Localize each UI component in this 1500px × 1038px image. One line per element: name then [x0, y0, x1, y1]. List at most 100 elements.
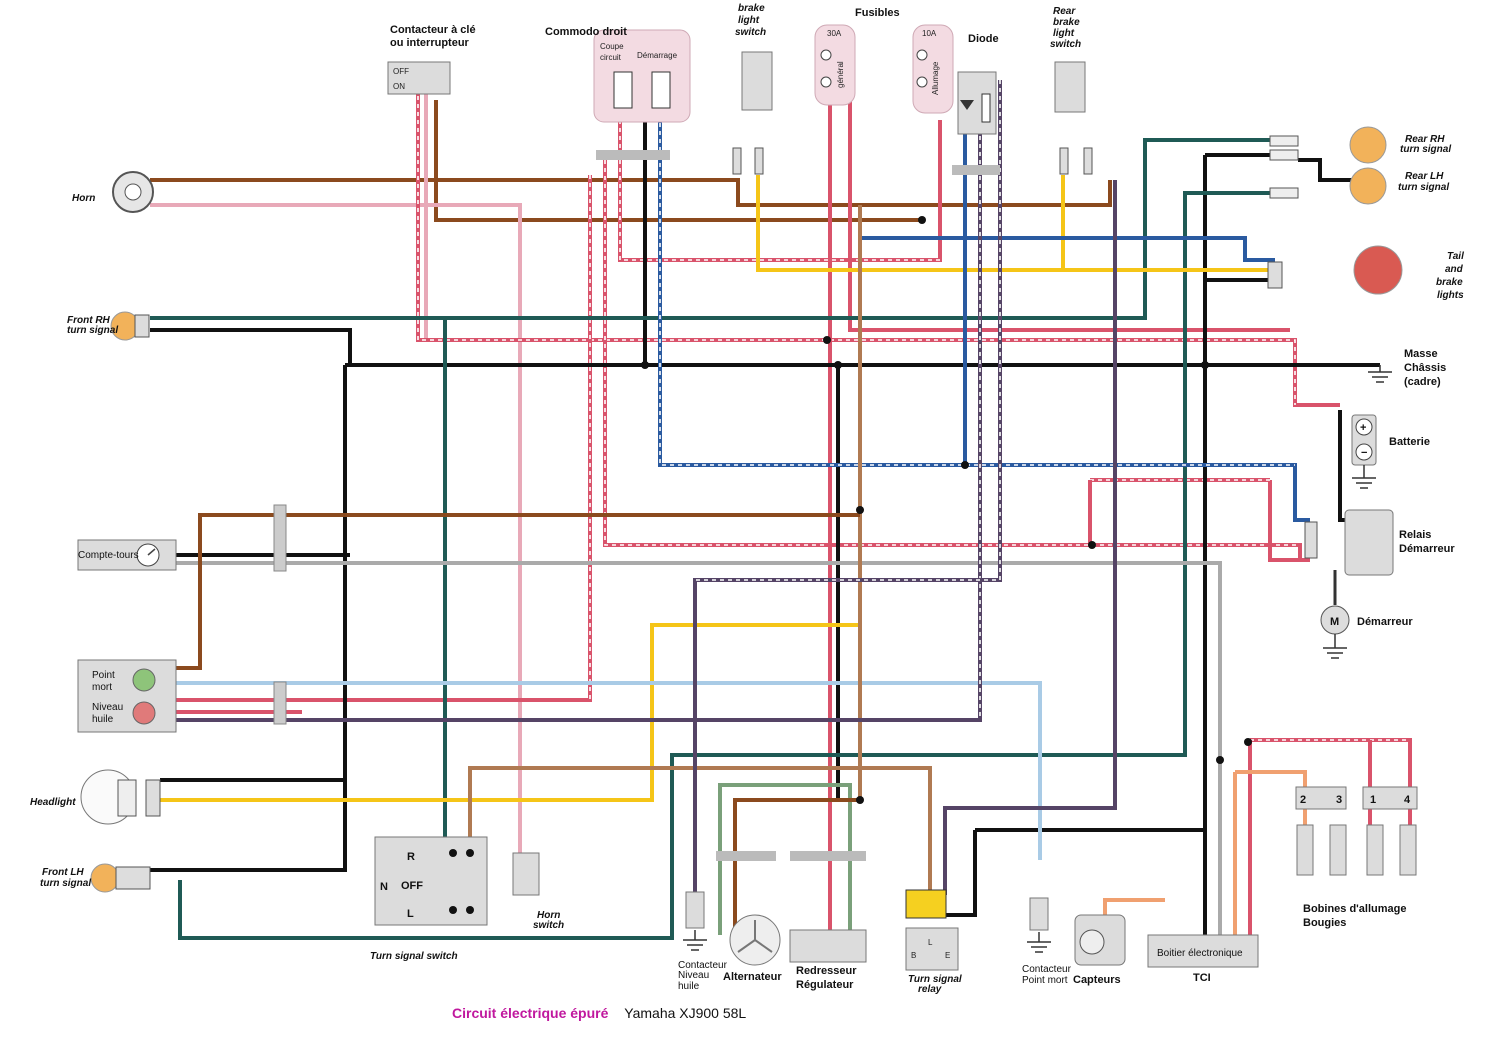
- svg-text:turn signal: turn signal: [40, 878, 91, 889]
- svg-text:Rear LH: Rear LH: [1405, 171, 1444, 182]
- svg-text:général: général: [836, 61, 845, 88]
- svg-text:Allumage: Allumage: [931, 61, 940, 95]
- svg-text:brake: brake: [738, 3, 765, 14]
- svg-text:Rear RH: Rear RH: [1405, 134, 1445, 145]
- svg-text:M: M: [1330, 616, 1339, 628]
- turn-signal-relay: B L E Turn signal relay: [905, 889, 962, 995]
- svg-text:brake: brake: [1436, 277, 1463, 288]
- alternator-label: Alternateur: [723, 971, 782, 983]
- svg-text:Coupe: Coupe: [600, 42, 624, 51]
- svg-text:relay: relay: [918, 984, 942, 995]
- svg-text:Démarreur: Démarreur: [1399, 543, 1455, 555]
- svg-text:Niveau: Niveau: [678, 970, 709, 981]
- indicator-lamps: Point mort Niveau huile: [77, 659, 287, 733]
- svg-text:Contacteur: Contacteur: [678, 960, 728, 971]
- svg-text:Redresseur: Redresseur: [796, 965, 857, 977]
- horn: Horn: [72, 171, 154, 213]
- rear-lh-turn-signal: Rear LH turn signal: [1269, 149, 1449, 205]
- neutral-switch: Contacteur Point mort: [1022, 897, 1072, 986]
- fuses-label: Fusibles: [855, 7, 900, 19]
- svg-text:switch: switch: [735, 27, 766, 38]
- svg-text:switch: switch: [533, 920, 564, 931]
- pickup-coils: Capteurs: [1073, 914, 1126, 986]
- svg-text:Turn signal: Turn signal: [908, 974, 962, 985]
- svg-text:huile: huile: [678, 981, 700, 992]
- svg-text:TCI: TCI: [1193, 972, 1211, 984]
- tachometer-label: Compte-tours: [78, 550, 139, 561]
- wires: [150, 70, 1412, 940]
- key-switch-label-1: Contacteur à clé: [390, 24, 476, 36]
- horn-label: Horn: [72, 193, 95, 204]
- svg-text:−: −: [1361, 447, 1367, 459]
- svg-text:Bougies: Bougies: [1303, 917, 1346, 929]
- rear-rh-turn-signal: Rear RH turn signal: [1269, 126, 1451, 164]
- svg-text:turn signal: turn signal: [67, 325, 118, 336]
- front-brake-switch: brake light switch: [732, 3, 773, 175]
- rear-brake-switch: Rear brake light switch: [1050, 6, 1093, 175]
- chassis-ground: Masse Châssis (cadre): [1368, 348, 1446, 388]
- pickups-label: Capteurs: [1073, 974, 1121, 986]
- svg-text:turn signal: turn signal: [1398, 182, 1449, 193]
- front-lh-turn-signal: Front LH turn signal: [40, 863, 151, 893]
- svg-text:OFF: OFF: [401, 880, 423, 892]
- svg-text:Relais: Relais: [1399, 529, 1431, 541]
- rectifier-regulator: Redresseur Régulateur: [789, 851, 867, 991]
- fuse-box: Fusibles 30A 10A général Allumage: [814, 7, 954, 114]
- front-rh-turn-signal: Front RH turn signal: [67, 311, 150, 341]
- diode-label: Diode: [968, 33, 999, 45]
- right-control-label: Commodo droit: [545, 26, 627, 38]
- svg-text:light: light: [738, 15, 760, 26]
- svg-text:and: and: [1445, 264, 1464, 275]
- ignition-coils: 2 3 1 4 Bobines d'allumage Bougies: [1295, 786, 1418, 929]
- svg-text:switch: switch: [1050, 39, 1081, 50]
- svg-text:R: R: [407, 851, 415, 863]
- svg-text:B: B: [911, 951, 916, 960]
- svg-text:huile: huile: [92, 714, 114, 725]
- oil-level-switch: Contacteur Niveau huile: [678, 891, 728, 992]
- svg-text:Rear: Rear: [1053, 6, 1076, 17]
- svg-text:Horn: Horn: [537, 910, 560, 921]
- svg-text:+: +: [1360, 422, 1366, 434]
- svg-text:L: L: [407, 908, 414, 920]
- svg-text:(cadre): (cadre): [1404, 376, 1441, 388]
- headlight: Headlight: [30, 769, 161, 825]
- alternator: Alternateur: [716, 851, 782, 983]
- starter-relay: Relais Démarreur: [1304, 509, 1455, 576]
- diode: Diode: [952, 33, 1000, 175]
- svg-text:Régulateur: Régulateur: [796, 979, 854, 991]
- horn-switch: Horn switch: [512, 852, 564, 931]
- right-handlebar-control: Commodo droit Coupe circuit Démarrage: [545, 26, 691, 160]
- battery: + − Batterie: [1351, 414, 1430, 489]
- svg-text:30A: 30A: [827, 29, 842, 38]
- svg-text:turn signal: turn signal: [1400, 144, 1451, 155]
- svg-text:3: 3: [1336, 794, 1342, 806]
- svg-text:Contacteur: Contacteur: [1022, 964, 1072, 975]
- title-model: Yamaha XJ900 58L: [624, 1005, 747, 1021]
- tachometer: Compte-tours: [77, 504, 287, 572]
- svg-text:E: E: [945, 951, 950, 960]
- key-switch: Contacteur à clé ou interrupteur OFF ON: [387, 24, 476, 95]
- svg-text:mort: mort: [92, 682, 112, 693]
- title-accent: Circuit électrique épuré: [452, 1005, 609, 1021]
- svg-text:Masse: Masse: [1404, 348, 1438, 360]
- battery-label: Batterie: [1389, 436, 1430, 448]
- svg-text:light: light: [1053, 28, 1075, 39]
- svg-text:1: 1: [1370, 794, 1376, 806]
- svg-text:Front RH: Front RH: [67, 315, 111, 326]
- svg-text:Niveau: Niveau: [92, 702, 123, 713]
- svg-text:OFF: OFF: [393, 67, 409, 76]
- svg-text:Châssis: Châssis: [1404, 362, 1446, 374]
- turn-switch-label: Turn signal switch: [370, 951, 458, 962]
- junction-dots: [641, 216, 1252, 804]
- svg-text:brake: brake: [1053, 17, 1080, 28]
- svg-text:circuit: circuit: [600, 53, 622, 62]
- svg-text:Démarrage: Démarrage: [637, 51, 678, 60]
- headlight-label: Headlight: [30, 797, 76, 808]
- svg-text:Tail: Tail: [1447, 251, 1464, 262]
- svg-text:Point: Point: [92, 670, 115, 681]
- svg-text:lights: lights: [1437, 290, 1464, 301]
- turn-signal-switch: R N OFF L Turn signal switch: [370, 836, 488, 962]
- svg-text:Point mort: Point mort: [1022, 975, 1068, 986]
- svg-text:10A: 10A: [922, 29, 937, 38]
